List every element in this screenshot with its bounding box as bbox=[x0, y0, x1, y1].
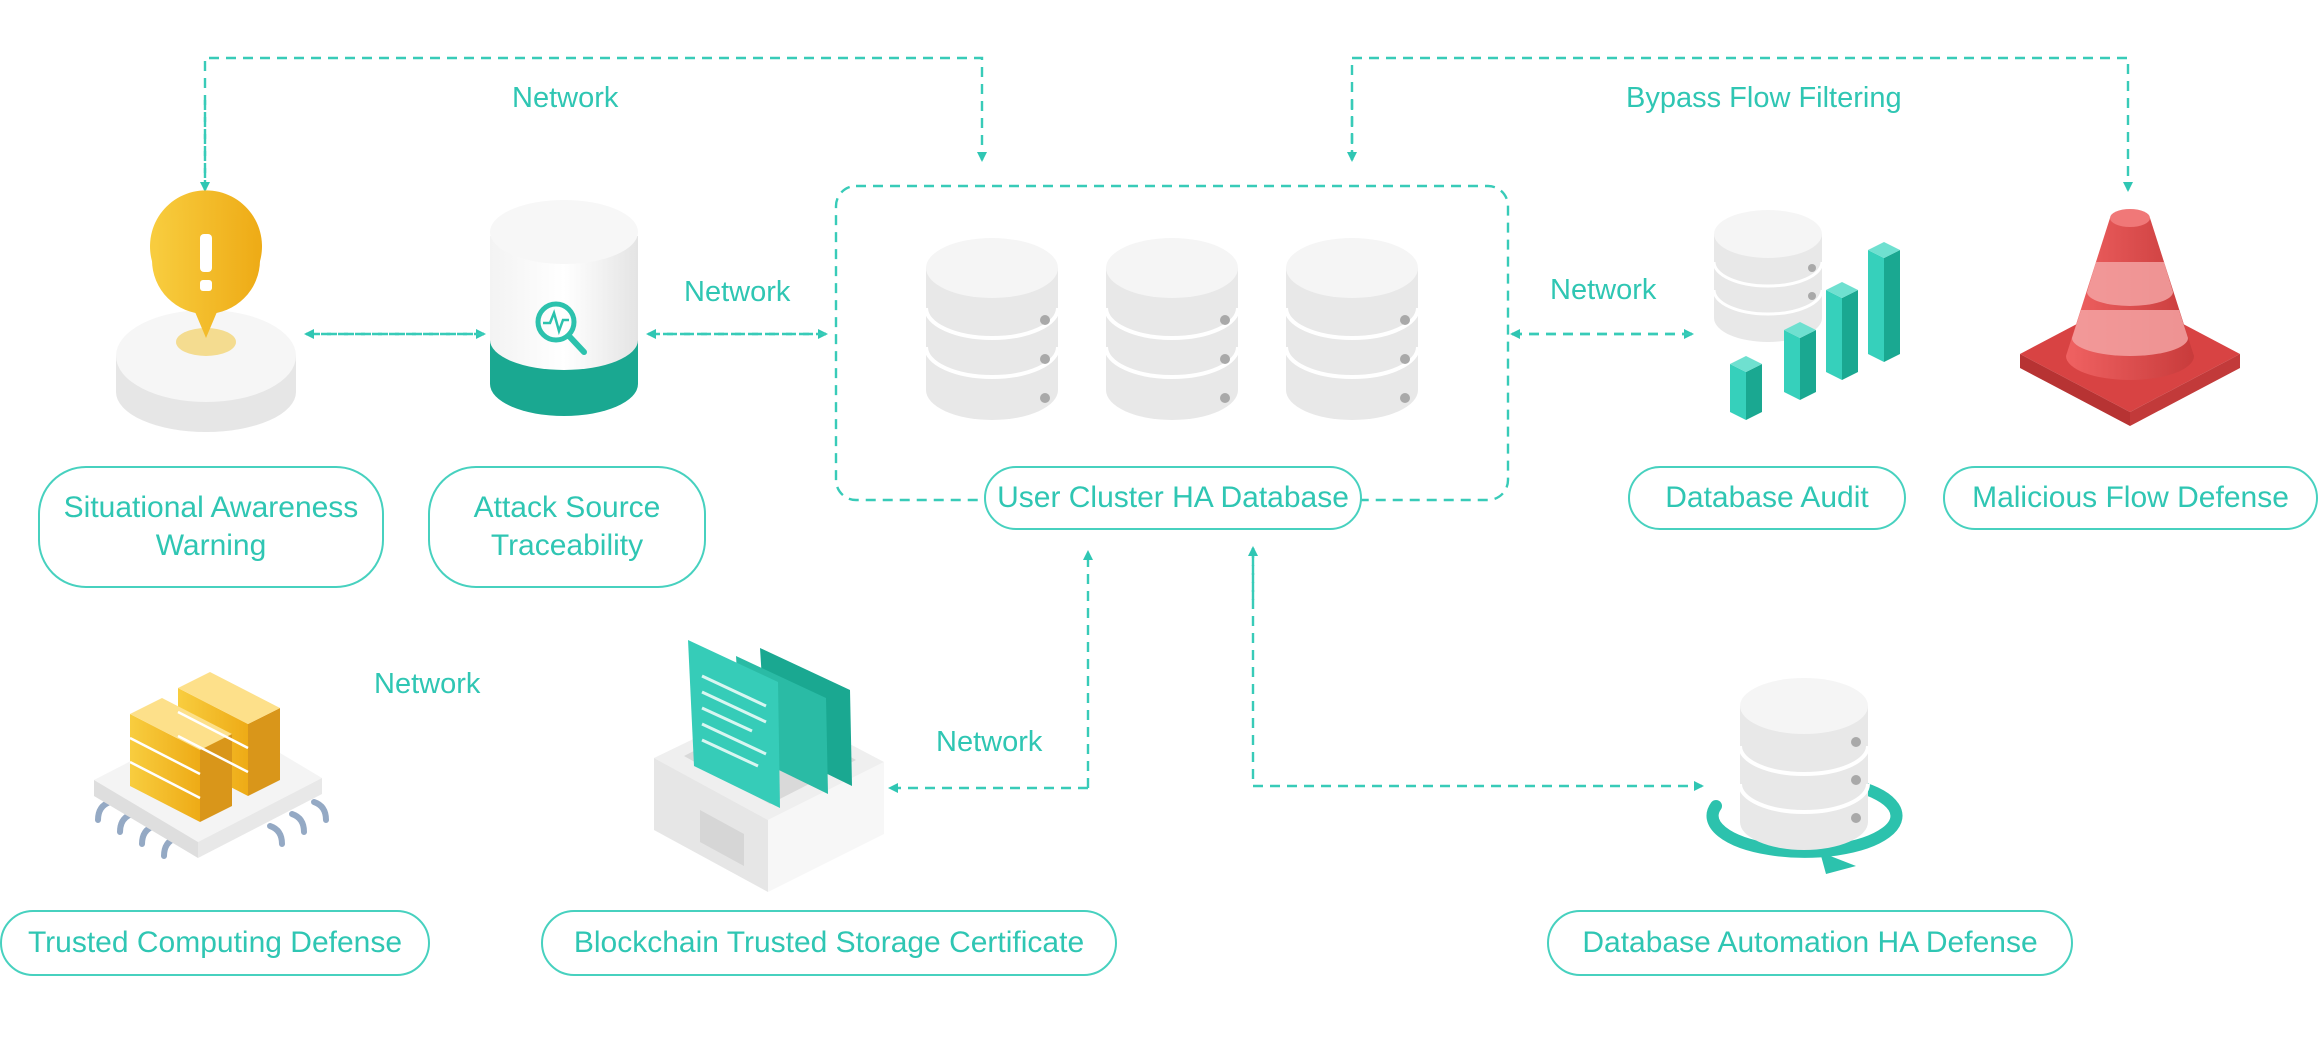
search-cylinder-icon bbox=[490, 200, 638, 416]
node-label-blockchain-storage: Blockchain Trusted Storage Certificate bbox=[573, 926, 1085, 959]
link-label-top-left: Network bbox=[512, 82, 619, 114]
link-top-right bbox=[1350, 56, 2133, 192]
node-attack-source: Attack Source Traceability bbox=[428, 466, 706, 588]
database-sync-icon bbox=[1706, 678, 1903, 874]
database-stack-1 bbox=[924, 238, 1060, 420]
node-user-cluster: User Cluster HA Database bbox=[984, 466, 1362, 530]
database-cluster-icon bbox=[924, 238, 1420, 420]
warning-pin-icon bbox=[116, 190, 296, 432]
traffic-cone-icon bbox=[2020, 209, 2240, 426]
link-label-attack-cluster: Network bbox=[684, 276, 791, 308]
node-blockchain-storage: Blockchain Trusted Storage Certificate bbox=[541, 910, 1117, 976]
link-automation bbox=[1251, 548, 1704, 791]
link-label-blockchain: Network bbox=[936, 726, 1043, 758]
node-database-audit: Database Audit bbox=[1628, 466, 1906, 530]
node-label-db-automation: Database Automation HA Defense bbox=[1582, 926, 2038, 959]
audit-chart-icon bbox=[1712, 210, 1900, 420]
node-db-automation: Database Automation HA Defense bbox=[1547, 910, 2073, 976]
link-label-top-right: Bypass Flow Filtering bbox=[1626, 82, 1902, 114]
link-label-trusted-computing: Network bbox=[374, 668, 481, 700]
node-malicious-flow: Malicious Flow Defense bbox=[1943, 466, 2318, 530]
node-label-user-cluster: User Cluster HA Database bbox=[997, 481, 1349, 514]
firewall-chip-icon bbox=[94, 672, 329, 859]
node-label-malicious-flow: Malicious Flow Defense bbox=[1972, 481, 2289, 514]
node-situational-awareness: Situational Awareness Warning bbox=[38, 466, 384, 588]
document-box-icon bbox=[654, 640, 884, 892]
node-label-trusted-computing: Trusted Computing Defense bbox=[27, 926, 403, 959]
database-stack-3 bbox=[1284, 238, 1420, 420]
database-stack-2 bbox=[1104, 238, 1240, 420]
node-label-database-audit: Database Audit bbox=[1665, 481, 1869, 514]
link-label-cluster-audit: Network bbox=[1550, 274, 1657, 306]
node-label-situational-awareness: Situational Awareness Warning bbox=[63, 491, 359, 562]
node-trusted-computing: Trusted Computing Defense bbox=[0, 910, 430, 976]
link-top-left bbox=[203, 56, 987, 190]
node-label-attack-source: Attack Source Traceability bbox=[473, 491, 661, 562]
